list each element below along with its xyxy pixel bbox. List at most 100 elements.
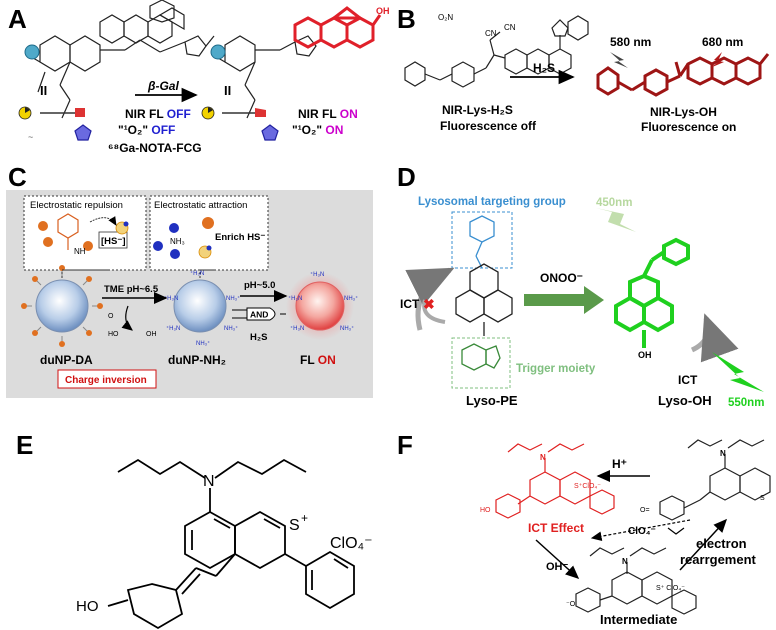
svg-text:⁺H₃N: ⁺H₃N — [166, 325, 180, 332]
svg-text:O: O — [108, 313, 114, 320]
lightning-emission-icon — [710, 52, 724, 68]
panel-d-reaction-arrow — [524, 286, 604, 314]
svg-text:NH₃⁺: NH₃⁺ — [196, 340, 210, 347]
panel-e-structure — [107, 458, 355, 630]
panel-d-ict-arrow-right — [690, 313, 739, 363]
svg-text:CN: CN — [485, 29, 497, 38]
panel-a-right-fl-prefix: NIR FL — [298, 107, 340, 121]
panel-f-o-label: O= — [640, 507, 650, 514]
panel-d-reagent: ONOO⁻ — [540, 271, 583, 285]
svg-text:OH: OH — [146, 331, 157, 338]
svg-text:~: ~ — [28, 132, 33, 142]
minus-charge-icon — [38, 221, 48, 231]
panel-a-left-fl-prefix: NIR FL — [125, 107, 167, 121]
panel-d-ex-wavelength: 450nm — [596, 197, 632, 209]
panel-a-roman-right: II — [224, 83, 231, 98]
plus-charge-icon — [153, 241, 163, 251]
nanoparticle-duNP-DA — [21, 265, 103, 347]
svg-text:⁺H₃N: ⁺H₃N — [164, 295, 178, 302]
panel-b-product-molecule — [596, 53, 770, 97]
minus-charge-icon — [202, 217, 214, 229]
svg-text:HO: HO — [108, 331, 119, 338]
panel-f-ict-molecule — [495, 443, 615, 519]
linker-block-icon — [75, 108, 85, 117]
panel-letter-c: C — [8, 162, 27, 192]
svg-text:N: N — [540, 453, 546, 462]
panel-d-product-name: Lyso-OH — [658, 393, 712, 408]
panel-c-repulsion-title: Electrostatic repulsion — [30, 200, 123, 211]
lightning-emission-icon — [712, 352, 764, 392]
panel-c-attraction-box — [149, 195, 269, 271]
lightning-excitation-icon — [610, 52, 628, 68]
svg-text:⁺H₃N: ⁺H₃N — [290, 325, 304, 332]
panel-f-intermediate-molecule — [575, 547, 697, 615]
panel-b-probe-name: NIR-Lys-H₂S — [442, 103, 513, 117]
ga-chelate-icon — [210, 44, 226, 60]
pentagon-target-icon — [74, 124, 92, 141]
panel-c-np3-prefix: FL — [300, 353, 318, 367]
panel-letter-b: B — [397, 4, 416, 34]
panel-c-h2s-label: H₂S — [250, 332, 267, 343]
panel-f-rearrangement: rearrgement — [680, 552, 757, 567]
svg-text:NH₃⁺: NH₃⁺ — [224, 325, 238, 332]
panel-a-right-o2-prefix: "¹O₂" — [292, 123, 325, 137]
panel-e-counter-ion: ClO₄⁻ — [330, 535, 373, 552]
panel-d-product-molecule — [614, 237, 690, 348]
panel-a-left-o2-state: OFF — [151, 123, 175, 137]
panel-c-np3-state: ON — [318, 353, 336, 367]
panel-c-charge-inversion-box — [57, 369, 157, 389]
plus-charge-icon — [170, 249, 180, 259]
panel-d-naphthalimide — [455, 263, 513, 336]
panel-a-right-o2-state: ON — [325, 123, 343, 137]
panel-b-ex-wavelength: 580 nm — [610, 35, 651, 49]
panel-f-acid: H⁺ — [612, 457, 627, 471]
panel-d: Lysosomal targeting group Trigger moiety… — [400, 196, 764, 409]
panel-d-em-wavelength: 550nm — [728, 397, 764, 409]
nanoparticle-fl-on: ⁺H₃N⁺H₃N NH₃⁺⁺H₃N NH₃⁺ — [286, 271, 358, 340]
svg-text:FL ON: FL ON — [300, 353, 336, 367]
radiation-icon — [201, 106, 215, 120]
panel-d-ict-right: ICT — [678, 373, 698, 387]
panel-c: Electrostatic repulsion NH [HS⁻] Electro… — [6, 190, 373, 398]
panel-d-blocked-icon: ✖ — [423, 296, 435, 312]
panel-a-right-molecule — [212, 35, 317, 119]
svg-text:S⁺ClO₄⁻: S⁺ClO₄⁻ — [574, 483, 601, 490]
panel-f-intermediate: Intermediate — [600, 612, 677, 627]
panel-c-charge-inversion: Charge inversion — [65, 375, 147, 386]
panel-a-red-dye — [293, 6, 382, 49]
panel-e-ho-label: HO — [76, 598, 99, 615]
plus-charge-icon — [169, 223, 179, 233]
panel-a-left-molecule — [27, 0, 215, 119]
panel-d-morpholine — [469, 215, 495, 269]
minus-charge-icon — [43, 237, 53, 247]
panel-d-ict-left: ICT — [400, 297, 420, 311]
panel-e-s-charge: + — [301, 511, 308, 525]
panel-b-reagent: H₂S — [533, 61, 555, 75]
panel-a-left-o2-prefix: "¹O₂" — [118, 123, 151, 137]
panel-letter-d: D — [397, 162, 416, 192]
svg-text:S⁺ ClO₄⁻: S⁺ ClO₄⁻ — [656, 585, 685, 592]
panel-a-left-fl-state: OFF — [167, 107, 191, 121]
panel-b-em-wavelength: 680 nm — [702, 35, 743, 49]
panel-c-np1-name: duNP-DA — [40, 353, 93, 367]
svg-text:⁻O: ⁻O — [566, 601, 576, 608]
pentagon-target-icon — [261, 124, 279, 141]
panel-c-enrich-hs: Enrich HS⁻ — [215, 232, 265, 243]
panel-d-oh-label: OH — [638, 350, 652, 360]
panel-d-trigger-group — [461, 343, 501, 371]
panel-a-oh-label: OH — [376, 6, 390, 16]
linker-block-icon — [255, 108, 266, 117]
panel-a-enzyme: β-Gal — [147, 79, 179, 93]
svg-text:N: N — [720, 449, 726, 458]
svg-text:NH₃⁺: NH₃⁺ — [340, 325, 354, 332]
panel-a-probe-name: ⁶⁸Ga-NOTA-FCG — [108, 141, 202, 155]
panel-f-ho-label: HO — [480, 507, 491, 514]
panel-c-nh3-label: NH₃ — [170, 237, 185, 246]
radiation-icon — [18, 106, 32, 120]
svg-text:⁺H₃N: ⁺H₃N — [310, 271, 324, 278]
svg-text:NIR FL OFF: NIR FL OFF — [125, 107, 191, 121]
svg-text:⁺H₃N: ⁺H₃N — [190, 270, 204, 277]
panel-b: CN CN O₂N H₂S NIR-Lys-H₂S Fluorescence o… — [404, 13, 770, 134]
svg-text:"¹O₂" ON: "¹O₂" ON — [292, 123, 343, 137]
